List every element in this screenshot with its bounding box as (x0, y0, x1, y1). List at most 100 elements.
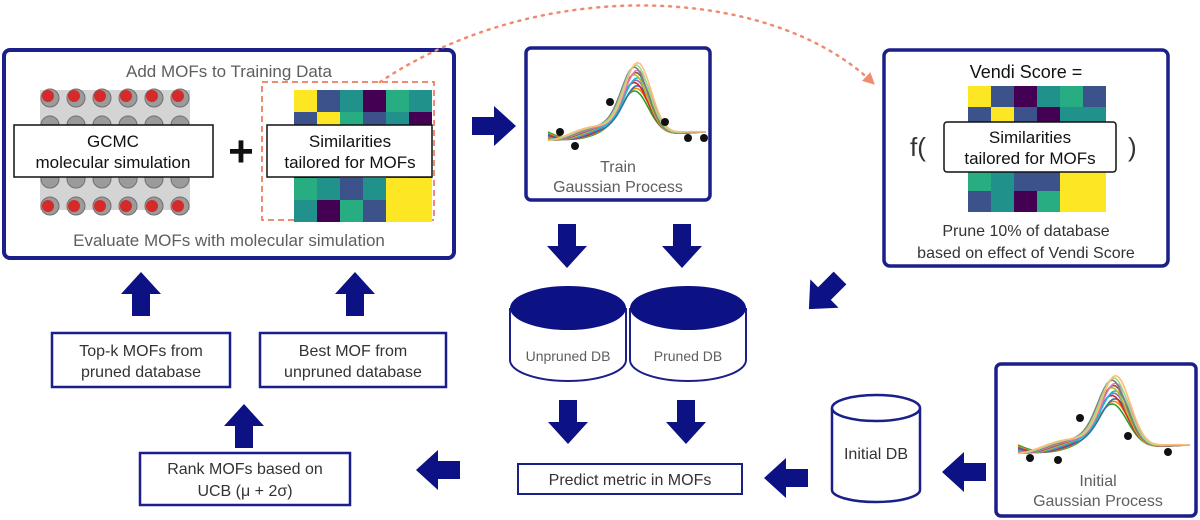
molecule-oxygen (94, 90, 106, 102)
heatmap-cell (294, 200, 317, 222)
heatmap-cell (294, 178, 317, 200)
heatmap-cell (1083, 86, 1106, 107)
vendi-f-open: f( (910, 132, 926, 162)
heatmap-cell (1060, 170, 1083, 191)
gp-observation-point (556, 128, 564, 136)
vendi-similarities-box (943, 121, 1117, 173)
prune-line2: based on effect of Vendi Score (917, 245, 1135, 262)
add-mofs-title: Add MOFs to Training Data (126, 62, 333, 81)
gp-observation-point (1054, 456, 1062, 464)
heatmap-cell (1037, 170, 1060, 191)
heatmap-cell (386, 200, 409, 222)
similarities-line1: Similarities (309, 132, 391, 151)
molecule-oxygen (146, 90, 158, 102)
gcmc-line1: GCMC (87, 132, 139, 151)
unpruned-db-label: Unpruned DB (526, 348, 611, 364)
pruned-db: Pruned DB (629, 286, 747, 382)
heatmap-cell (386, 178, 409, 200)
arrow-pruned-to-predict (666, 400, 706, 444)
heatmap-cell (1037, 191, 1060, 212)
arrow-to-train-gp (472, 106, 516, 146)
heatmap-cell (317, 200, 340, 222)
molecule-oxygen (94, 200, 106, 212)
gp-observation-point (700, 134, 708, 142)
initial-db-label: Initial DB (844, 446, 908, 463)
heatmap-cell (340, 178, 363, 200)
gp-observation-point (684, 134, 692, 142)
vendi-sim-line2: tailored for MOFs (964, 149, 1095, 168)
molecule-oxygen (146, 200, 158, 212)
heatmap-cell (386, 90, 409, 112)
arrow-initialdb-to-predict (764, 458, 808, 498)
heatmap-cell (1083, 191, 1106, 212)
topk-line2: pruned database (81, 364, 201, 381)
heatmap-cell (968, 191, 991, 212)
similarities-line2: tailored for MOFs (284, 153, 415, 172)
initial-gp-line1: Initial (1079, 473, 1116, 490)
train-gp-box (524, 46, 712, 202)
dotted-feedback-arrow (378, 4, 875, 85)
heatmap-cell (1014, 86, 1037, 107)
molecule-oxygen (172, 90, 184, 102)
heatmap-cell (363, 200, 386, 222)
arrow-best-to-add-mofs (335, 272, 375, 316)
arrow-train-to-unpruned (547, 224, 587, 268)
gp-sample-curve (1017, 374, 1191, 455)
gp-observation-point (571, 142, 579, 150)
best-line2: unpruned database (284, 364, 422, 381)
rank-line1: Rank MOFs based on (167, 461, 323, 478)
arrow-vendi-to-pruned (808, 271, 847, 310)
heatmap-cell (968, 170, 991, 191)
heatmap-cell (409, 200, 432, 222)
topk-line1: Top-k MOFs from (79, 343, 203, 360)
molecule-oxygen (68, 90, 80, 102)
molecule-oxygen (120, 200, 132, 212)
molecule-oxygen (172, 200, 184, 212)
heatmap-cell (968, 86, 991, 107)
heatmap-cell (1014, 191, 1037, 212)
vendi-sim-line1: Similarities (989, 128, 1071, 147)
pruned-db-label: Pruned DB (654, 348, 722, 364)
predict-label: Predict metric in MOFs (549, 472, 712, 489)
prune-line1: Prune 10% of database (942, 223, 1109, 240)
heatmap-cell (340, 90, 363, 112)
initial-db: Initial DB (830, 393, 922, 504)
gp-observation-point (1076, 414, 1084, 422)
vendi-title: Vendi Score = (970, 62, 1083, 82)
arrow-rank-to-topk (224, 404, 264, 448)
heatmap-cell (991, 170, 1014, 191)
heatmap-cell (1060, 191, 1083, 212)
molecule-oxygen (42, 200, 54, 212)
arrow-unpruned-to-predict (548, 400, 588, 444)
rank-line2: UCB (μ + 2σ) (197, 483, 292, 500)
topk-mofs-box (50, 331, 232, 389)
molecule-oxygen (68, 200, 80, 212)
gp-observation-point (1026, 454, 1034, 462)
plus-sign: + (228, 127, 254, 176)
heatmap-cell (317, 90, 340, 112)
arrow-initialgp-to-initialdb (942, 452, 986, 492)
heatmap-cell (1014, 170, 1037, 191)
heatmap-cell (991, 86, 1014, 107)
predict-metric-box (517, 463, 743, 495)
heatmap-cell (340, 200, 363, 222)
heatmap-cell (363, 90, 386, 112)
heatmap-cell (409, 178, 432, 200)
best-mof-box (258, 331, 448, 389)
molecule-oxygen (120, 90, 132, 102)
heatmap-cell (1083, 170, 1106, 191)
gp-sample-curve (547, 61, 707, 142)
arrow-predict-to-rank (416, 450, 460, 490)
gp-observation-point (1124, 432, 1132, 440)
heatmap-cell (363, 178, 386, 200)
gcmc-label-box (13, 124, 214, 178)
train-gp-line1: Train (600, 159, 636, 176)
heatmap-cell (991, 191, 1014, 212)
molecule-oxygen (42, 90, 54, 102)
heatmap-cell (409, 90, 432, 112)
unpruned-db: Unpruned DB (509, 286, 627, 382)
vendi-f-close: ) (1128, 132, 1137, 162)
arrow-topk-to-add-mofs (121, 272, 161, 316)
gcmc-line2: molecular simulation (36, 153, 191, 172)
